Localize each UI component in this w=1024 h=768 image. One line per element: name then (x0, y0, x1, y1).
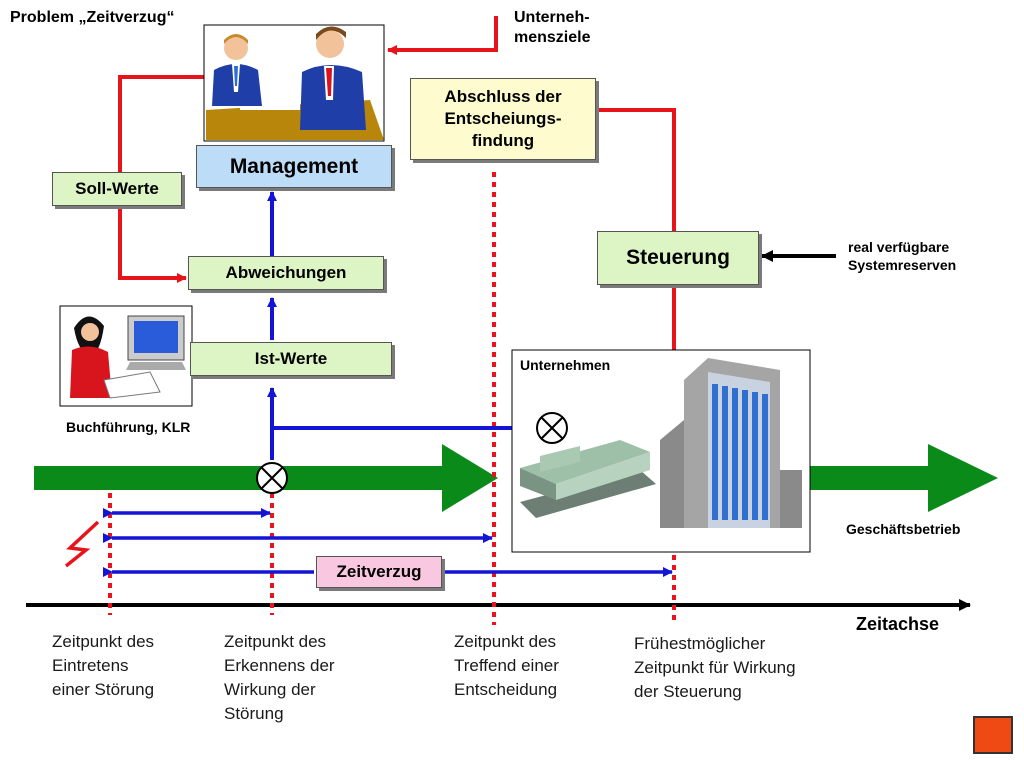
systemreserven-label: real verfügbare Systemreserven (848, 239, 957, 273)
factory-building-icon (511, 349, 811, 553)
timeline-note-stoerung: Zeitpunkt des Eintretens einer Störung (52, 632, 155, 699)
zeitachse-label: Zeitachse (856, 614, 940, 634)
timeline-note-steuerung: Frühestmöglicher Zeitpunkt für Wirkung d… (634, 634, 796, 701)
ist-werte-box: Ist-Werte (190, 342, 392, 376)
steuerung-box: Steuerung (597, 231, 759, 285)
management-box: Management (196, 145, 392, 188)
unternehmensziele-label: Unterneh- mensziele (514, 9, 591, 46)
blue-information-lines (267, 191, 536, 460)
meeting-illustration-icon (203, 24, 385, 142)
junction-cross-icon (256, 462, 288, 494)
unternehmen-label: Unternehmen (520, 357, 611, 373)
lightning-icon (64, 520, 100, 568)
timeline-note-erkennen: Zeitpunkt des Erkennens der Wirkung der … (224, 632, 335, 723)
geschaeftsbetrieb-label: Geschäftsbetrieb (846, 521, 961, 537)
accountant-illustration-icon (59, 305, 193, 407)
abschluss-box: Abschluss der Entscheiungs- findung (410, 78, 596, 160)
abweichungen-box: Abweichungen (188, 256, 384, 290)
soll-werte-box: Soll-Werte (52, 172, 182, 206)
buchfuehrung-label: Buchführung, KLR (66, 419, 191, 435)
delay-arrows (103, 508, 673, 577)
red-control-lines (118, 16, 679, 397)
problem-title: Problem „Zeitverzug“ (10, 9, 175, 26)
navigation-square-button[interactable] (973, 716, 1013, 754)
timeline-note-entscheidung: Zeitpunkt des Treffend einer Entscheidun… (454, 632, 559, 699)
junction-cross-icon (536, 412, 568, 444)
business-flow-arrow (34, 444, 998, 512)
zeitverzug-box: Zeitverzug (316, 556, 442, 588)
